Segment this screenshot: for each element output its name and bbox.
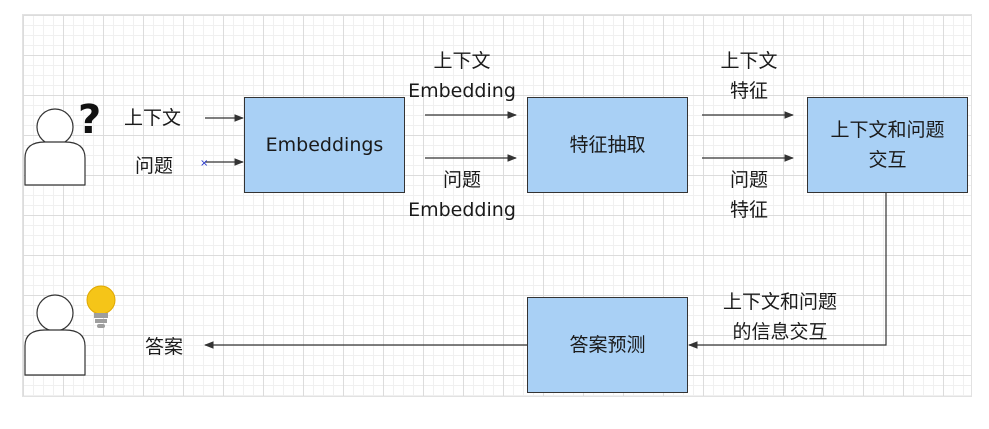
context-feature-label-line2: 特征 — [729, 80, 768, 102]
question-feature-label-line2: 特征 — [729, 199, 768, 221]
interaction-node: 上下文和问题 交互 — [807, 97, 968, 193]
question-embedding-label-line1: 问题 — [442, 169, 481, 191]
context-feature-label: 上下文 特征 — [699, 46, 799, 106]
interaction-info-label-line1: 上下文和问题 — [722, 291, 837, 313]
context-feature-label-line1: 上下文 — [720, 50, 778, 72]
question-feature-label-line1: 问题 — [729, 169, 768, 191]
question-port-marker: × — [200, 158, 208, 169]
context-embedding-label-line1: 上下文 — [433, 50, 491, 72]
answer-output-label: 答案 — [145, 336, 184, 358]
arrow-interaction-to-prediction — [688, 193, 887, 349]
interaction-info-label: 上下文和问题 的信息交互 — [712, 287, 848, 347]
question-embedding-label-line2: Embedding — [408, 199, 516, 221]
feature-extraction-node-label: 特征抽取 — [569, 134, 646, 156]
interaction-node-label-line2: 交互 — [868, 149, 907, 171]
embeddings-node-label: Embeddings — [265, 134, 384, 156]
feature-extraction-node: 特征抽取 — [527, 97, 688, 193]
question-input-label: 问题 — [135, 155, 174, 177]
answer-prediction-node: 答案预测 — [527, 297, 688, 393]
context-input-label: 上下文 — [124, 107, 182, 129]
answer-prediction-node-label: 答案预测 — [569, 334, 646, 356]
context-embedding-label: 上下文 Embedding — [402, 46, 522, 106]
svg-text:?: ? — [78, 97, 101, 143]
question-feature-label: 问题 特征 — [699, 165, 799, 225]
context-embedding-label-line2: Embedding — [408, 80, 516, 102]
question-embedding-label: 问题 Embedding — [402, 165, 522, 225]
embeddings-node: Embeddings — [244, 97, 405, 193]
diagram-canvas — [22, 14, 972, 397]
interaction-info-label-line2: 的信息交互 — [732, 321, 828, 343]
interaction-node-label-line1: 上下文和问题 — [830, 119, 945, 141]
